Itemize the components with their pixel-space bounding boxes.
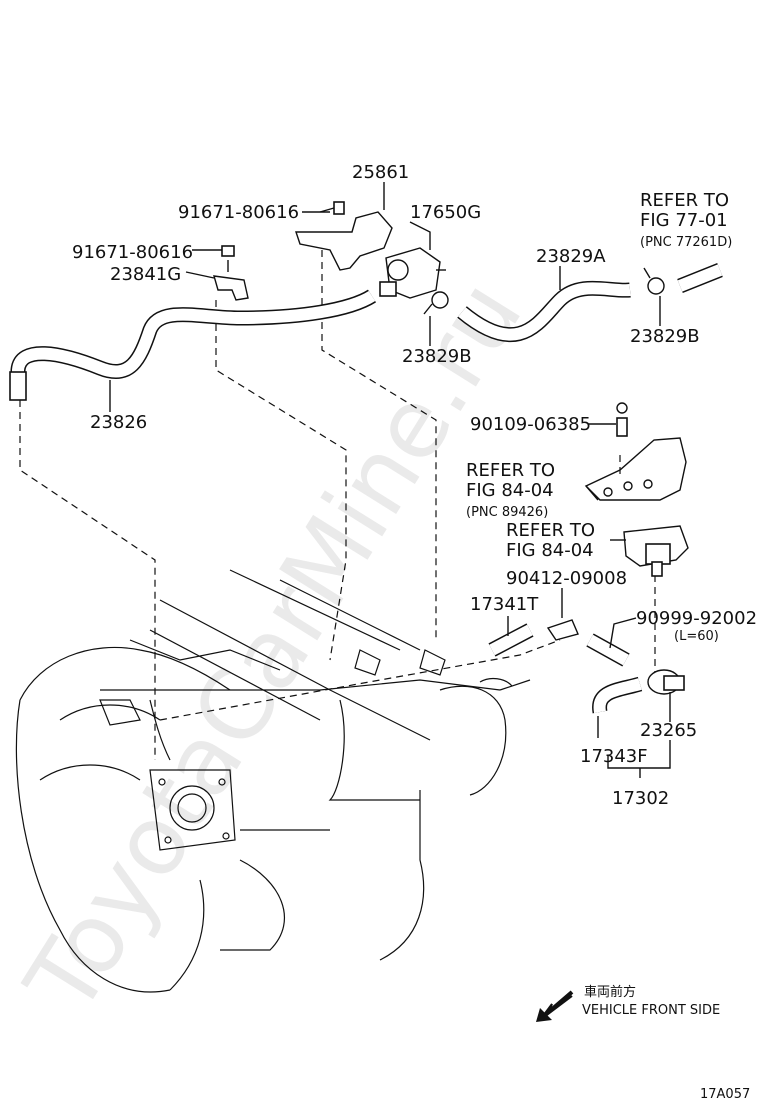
clamp-23841g bbox=[213, 245, 249, 301]
connector-90412 bbox=[546, 594, 579, 641]
label-17302: 17302 bbox=[612, 788, 669, 809]
label-90412: 90412-09008 bbox=[506, 568, 627, 589]
pipe-17341t bbox=[488, 623, 534, 657]
refer-fig77-line3: (PNC 77261D) bbox=[640, 235, 732, 250]
hose-23829a bbox=[457, 280, 631, 342]
refer-note-fig84b: REFER TO FIG 84-04 bbox=[506, 520, 595, 561]
label-23829b-right: 23829B bbox=[630, 326, 700, 347]
label-23829b-left: 23829B bbox=[402, 346, 472, 367]
label-90999: 90999-92002 bbox=[636, 608, 757, 629]
figure-code: 17A057 bbox=[700, 1087, 750, 1102]
label-23829a: 23829A bbox=[536, 246, 606, 267]
refer-fig77-line2: FIG 77-01 bbox=[640, 210, 728, 231]
vehicle-front-en: VEHICLE FRONT SIDE bbox=[582, 1003, 720, 1018]
label-25861: 25861 bbox=[352, 162, 409, 183]
assembly-guide-lines bbox=[19, 250, 656, 760]
refer-fig84a-line1: REFER TO bbox=[466, 460, 555, 481]
hose-90999 bbox=[586, 633, 630, 667]
vehicle-front-jp: 車両前方 bbox=[584, 984, 636, 1000]
valve-17650g bbox=[379, 247, 446, 299]
label-90999-length: (L=60) bbox=[674, 629, 719, 644]
label-23841g: 23841G bbox=[110, 264, 181, 285]
label-17650g: 17650G bbox=[410, 202, 481, 223]
watermark-text: ToyotaCarMine.ru bbox=[4, 262, 544, 1033]
label-23265: 23265 bbox=[640, 720, 697, 741]
refer-note-fig84a: REFER TO FIG 84-04 (PNC 89426) bbox=[466, 460, 555, 520]
bracket-assembly-fig84 bbox=[584, 402, 687, 501]
vacuum-switch-valve bbox=[623, 525, 689, 577]
filter-23265 bbox=[647, 669, 685, 695]
engine-assembly-drawing bbox=[15, 569, 531, 993]
refer-fig84a-line2: FIG 84-04 bbox=[466, 480, 554, 501]
clamp-23829b-right bbox=[643, 263, 723, 295]
vehicle-front-indicator: 車両前方 VEHICLE FRONT SIDE bbox=[536, 984, 720, 1022]
leader-lines bbox=[109, 182, 671, 778]
refer-fig84b-line1: REFER TO bbox=[506, 520, 595, 541]
label-17341t: 17341T bbox=[470, 594, 539, 615]
label-17343f: 17343F bbox=[580, 746, 648, 767]
part-labels: 25861 91671-80616 17650G 91671-80616 238… bbox=[72, 162, 757, 809]
label-23826: 23826 bbox=[90, 412, 147, 433]
refer-fig77-line1: REFER TO bbox=[640, 190, 729, 211]
label-91671-a: 91671-80616 bbox=[178, 202, 299, 223]
hose-23826 bbox=[9, 289, 377, 401]
label-91671-b: 91671-80616 bbox=[72, 242, 193, 263]
clamp-23829b-left bbox=[423, 291, 449, 315]
label-90109: 90109-06385 bbox=[470, 414, 591, 435]
hose-17343f bbox=[592, 676, 643, 714]
refer-fig84b-line2: FIG 84-04 bbox=[506, 540, 594, 561]
refer-fig84a-line3: (PNC 89426) bbox=[466, 505, 548, 520]
refer-note-fig77: REFER TO FIG 77-01 (PNC 77261D) bbox=[640, 190, 732, 250]
